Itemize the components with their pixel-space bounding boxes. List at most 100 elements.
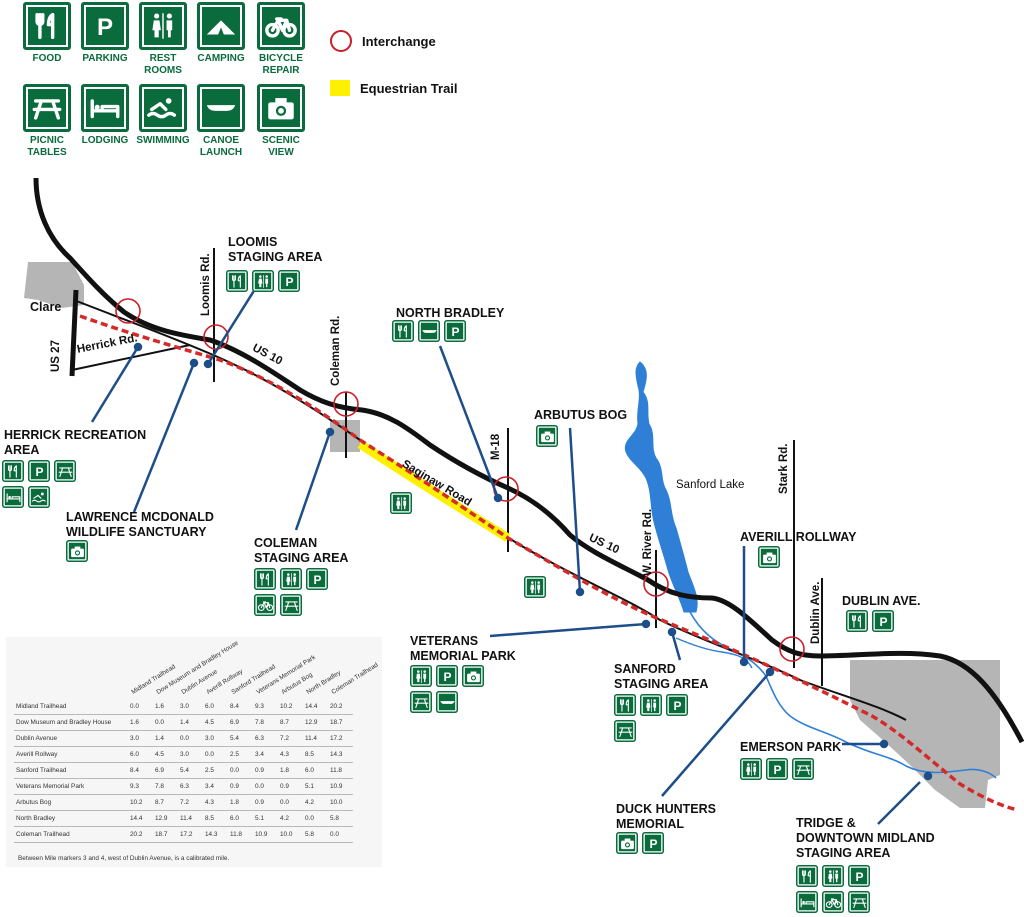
loomis-road-label: Loomis Rd.	[200, 253, 212, 316]
distance-table-column-header: Coleman Trailhead	[330, 661, 380, 696]
place-label-line: AVERILL ROLLWAY	[740, 530, 857, 544]
place-label-line: STAGING AREA	[254, 551, 349, 565]
place-label-line: SANFORD	[614, 662, 676, 676]
parking-icon: P	[436, 665, 458, 687]
table-cell: 20.2	[328, 699, 353, 715]
table-row-header: Dublin Avenue	[14, 730, 128, 747]
canoe-launch-icon	[418, 320, 440, 342]
restrooms-icon	[139, 2, 187, 50]
canoe-launch-icon	[436, 691, 458, 713]
us27-south	[69, 289, 79, 377]
table-cell: 3.4	[253, 746, 278, 763]
amenity-icons-duck: P	[616, 832, 676, 854]
table-cell: 11.8	[328, 762, 353, 779]
place-label-line: HERRICK RECREATION	[4, 428, 147, 442]
table-cell: 10.9	[328, 778, 353, 795]
table-cell: 7.2	[278, 730, 303, 747]
table-cell: 6.9	[228, 714, 253, 731]
place-label-line: DUCK HUNTERS	[616, 802, 716, 816]
food-icon	[796, 865, 818, 887]
food-icon	[614, 694, 636, 716]
table-cell: 3.0	[178, 699, 203, 715]
parking-icon: P	[444, 320, 466, 342]
place-label-averill: AVERILL ROLLWAY	[740, 530, 856, 545]
restrooms-icon	[740, 758, 762, 780]
scenic-view-icon	[66, 540, 88, 562]
table-cell: 5.4	[228, 730, 253, 747]
amenity-icons-coleman: P	[254, 568, 344, 616]
table-cell: 0.9	[228, 778, 253, 795]
table-cell: 1.8	[228, 794, 253, 811]
table-cell: 5.4	[178, 762, 203, 779]
legend-item-food: FOOD	[16, 2, 78, 65]
place-label-line: AREA	[4, 443, 40, 457]
table-cell: 20.2	[128, 826, 153, 843]
table-cell: 10.0	[328, 794, 353, 811]
table-cell: 14.4	[303, 699, 328, 715]
table-row-header: Dow Museum and Bradley House	[14, 714, 128, 731]
m18-label: M-18	[490, 433, 502, 460]
table-row-header: Sanford Trailhead	[14, 762, 128, 779]
restrooms-icon	[822, 865, 844, 887]
restrooms-icon	[252, 270, 274, 292]
place-label-emerson: EMERSON PARK	[740, 740, 841, 755]
table-cell: 1.4	[178, 714, 203, 731]
table-cell: 11.8	[228, 826, 253, 843]
site-marker	[133, 342, 143, 352]
interchange-marker	[779, 636, 805, 662]
picnic-tables-icon	[848, 891, 870, 913]
table-cell: 0.0	[128, 699, 153, 715]
legend-label-line: LODGING	[81, 135, 129, 146]
site-marker	[667, 627, 677, 637]
picnic-tables-icon	[23, 84, 71, 132]
table-cell: 11.4	[178, 810, 203, 827]
place-label-line: LOOMIS	[228, 235, 278, 249]
food-icon	[392, 320, 414, 342]
amenity-icons-mcdonald	[66, 540, 96, 562]
svg-text:P: P	[97, 14, 113, 41]
scenic-view-icon	[257, 84, 305, 132]
equestrian-trail	[357, 440, 511, 542]
amenity-icons-north-bradley: P	[392, 320, 492, 342]
table-cell: 7.2	[178, 794, 203, 811]
place-label-north-bradley: NORTH BRADLEY	[396, 306, 504, 321]
site-marker	[493, 493, 503, 503]
table-cell: 6.9	[153, 762, 178, 779]
table-cell: 1.6	[128, 714, 153, 731]
legend-label-line: VIEW	[268, 147, 294, 158]
legend-label: LODGING	[74, 135, 136, 147]
site-marker	[325, 427, 335, 437]
table-cell: 18.7	[328, 714, 353, 731]
svg-text:P: P	[649, 837, 657, 851]
legend-label-line: FOOD	[32, 53, 62, 64]
place-label-line: WILDLIFE SANCTUARY	[66, 525, 207, 539]
table-cell: 4.5	[153, 746, 178, 763]
site-marker	[879, 739, 889, 749]
table-cell: 7.8	[253, 714, 278, 731]
amenity-icons-loomis: P	[226, 270, 326, 292]
bicycle-repair-icon	[822, 891, 844, 913]
svg-text:P: P	[35, 465, 43, 479]
place-label-line: COLEMAN	[254, 536, 318, 550]
legend-label-line: CAMPING	[197, 53, 245, 64]
table-cell: 4.2	[303, 794, 328, 811]
restrooms-icon	[280, 568, 302, 590]
saginaw-road-line	[73, 299, 907, 721]
place-label-arbutus: ARBUTUS BOG	[534, 408, 627, 423]
place-label-line: STAGING AREA	[614, 677, 709, 691]
legend-label-line: TABLES	[27, 147, 67, 158]
